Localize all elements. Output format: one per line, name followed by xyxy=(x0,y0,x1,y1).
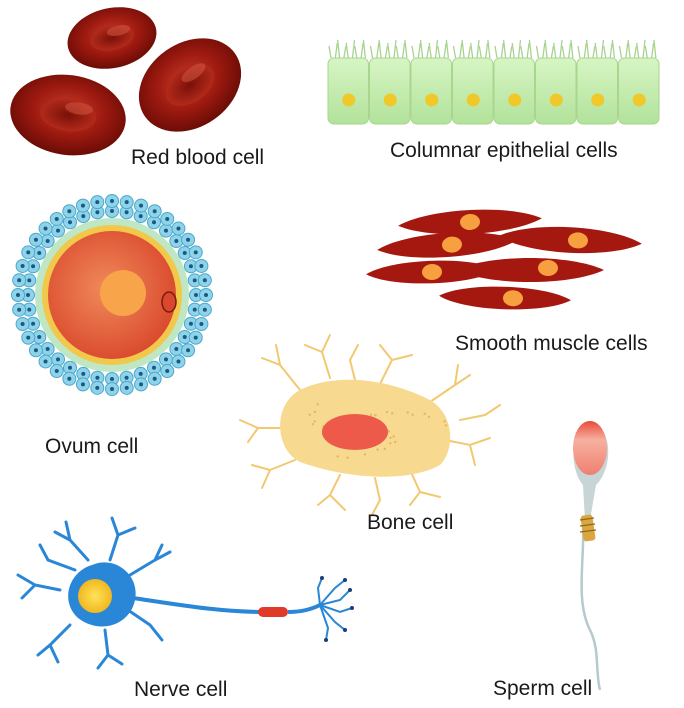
sperm-cell-label: Sperm cell xyxy=(493,677,593,700)
nerve-cell-illustration xyxy=(16,516,354,670)
ovum-cell-label: Ovum cell xyxy=(45,435,139,458)
bone-cell-illustration xyxy=(239,334,501,516)
sperm-cell-illustration xyxy=(573,421,609,691)
smooth-muscle-cells-illustration xyxy=(366,209,642,310)
nerve-cell-label: Nerve cell xyxy=(134,678,228,701)
columnar-epithelial-cells-illustration xyxy=(327,39,660,125)
bone-cell-label: Bone cell xyxy=(367,511,454,534)
red-blood-cell-label: Red blood cell xyxy=(131,146,265,169)
smooth-muscle-cells-label: Smooth muscle cells xyxy=(455,332,648,355)
red-blood-cell-illustration xyxy=(10,7,242,156)
columnar-epithelial-cells-label: Columnar epithelial cells xyxy=(390,139,618,162)
ovum-cell-illustration xyxy=(11,194,213,396)
